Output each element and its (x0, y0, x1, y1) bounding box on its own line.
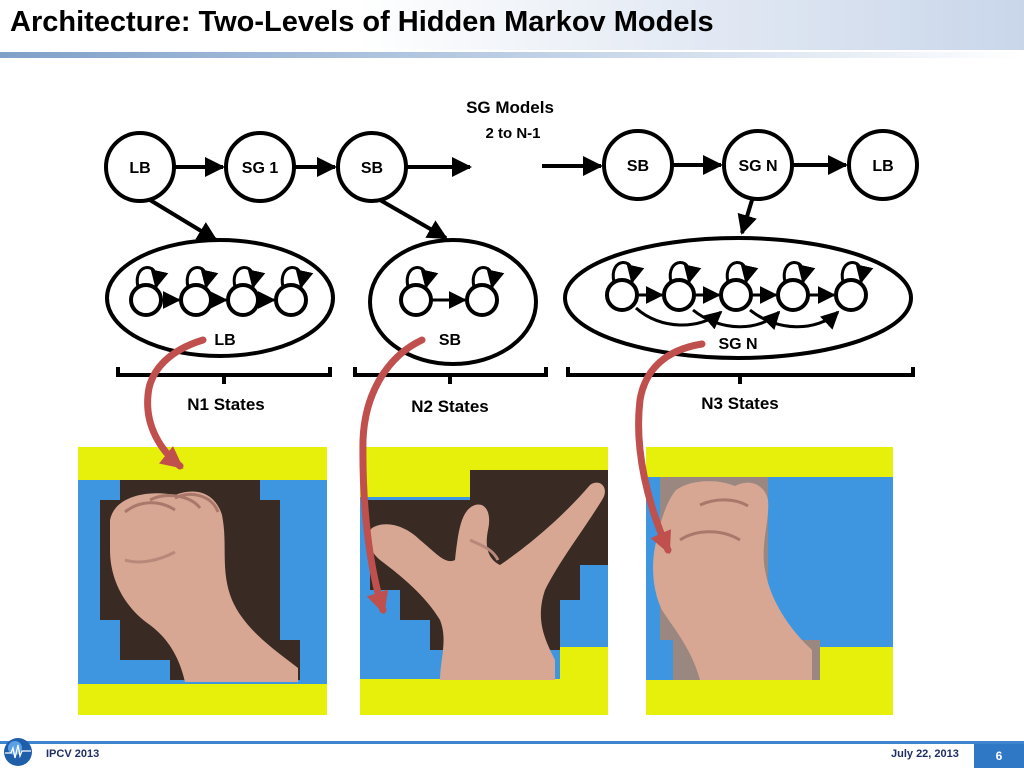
top-chain (104, 129, 919, 203)
sub-model-lb-label: LB (214, 332, 235, 349)
page-number: 6 (974, 744, 1024, 768)
top-node-lb-start (104, 131, 176, 203)
title-underline (0, 52, 1024, 58)
sg-models-label: SG Models (466, 98, 554, 117)
bracket-label-n1: N1 States (187, 395, 264, 414)
top-node-label: SB (361, 160, 383, 177)
top-node-labels: LB SG 1 SB SB SG N LB (129, 158, 893, 177)
bracket-label-n3: N3 States (701, 394, 778, 413)
bracket-label-n2: N2 States (411, 397, 488, 416)
red-arrows (144, 336, 706, 615)
top-chain-arrows (175, 155, 848, 177)
sg-models-range: 2 to N-1 (485, 125, 540, 142)
sub-model-lb (105, 238, 335, 358)
footer-rule (0, 741, 1024, 744)
hand-photo-fist (78, 447, 327, 715)
globe-logo-icon (4, 738, 32, 766)
top-node-lb-end (847, 129, 919, 201)
hmm-diagram: LB SG 1 SB SB SG N LB SG Models 2 to N-1 (78, 98, 919, 715)
top-node-sb-1 (336, 131, 408, 203)
top-node-label: LB (129, 160, 150, 177)
top-node-label: SG N (738, 158, 777, 175)
sub-model-sgn-label: SG N (718, 336, 757, 353)
level-arrows (148, 198, 757, 242)
sub-model-sb-label: SB (439, 332, 461, 349)
state-brackets (116, 367, 915, 384)
hand-photo-thumb-tucked (646, 447, 893, 715)
sub-model-sb (368, 238, 538, 366)
slide-title: Architecture: Two-Levels of Hidden Marko… (10, 6, 714, 38)
sub-model-sgn (563, 236, 913, 360)
top-node-label: SG 1 (242, 160, 279, 177)
title-bar: Architecture: Two-Levels of Hidden Marko… (0, 0, 1024, 50)
top-node-sgn (722, 129, 794, 201)
top-node-label: LB (872, 158, 893, 175)
footer-conference: IPCV 2013 (46, 748, 100, 760)
footer-date: July 22, 2013 (891, 748, 959, 760)
top-node-sg1 (224, 131, 296, 203)
top-node-sb-2 (602, 129, 674, 201)
top-node-label: SB (627, 158, 649, 175)
hand-photo-thumb-pinky (360, 447, 608, 715)
